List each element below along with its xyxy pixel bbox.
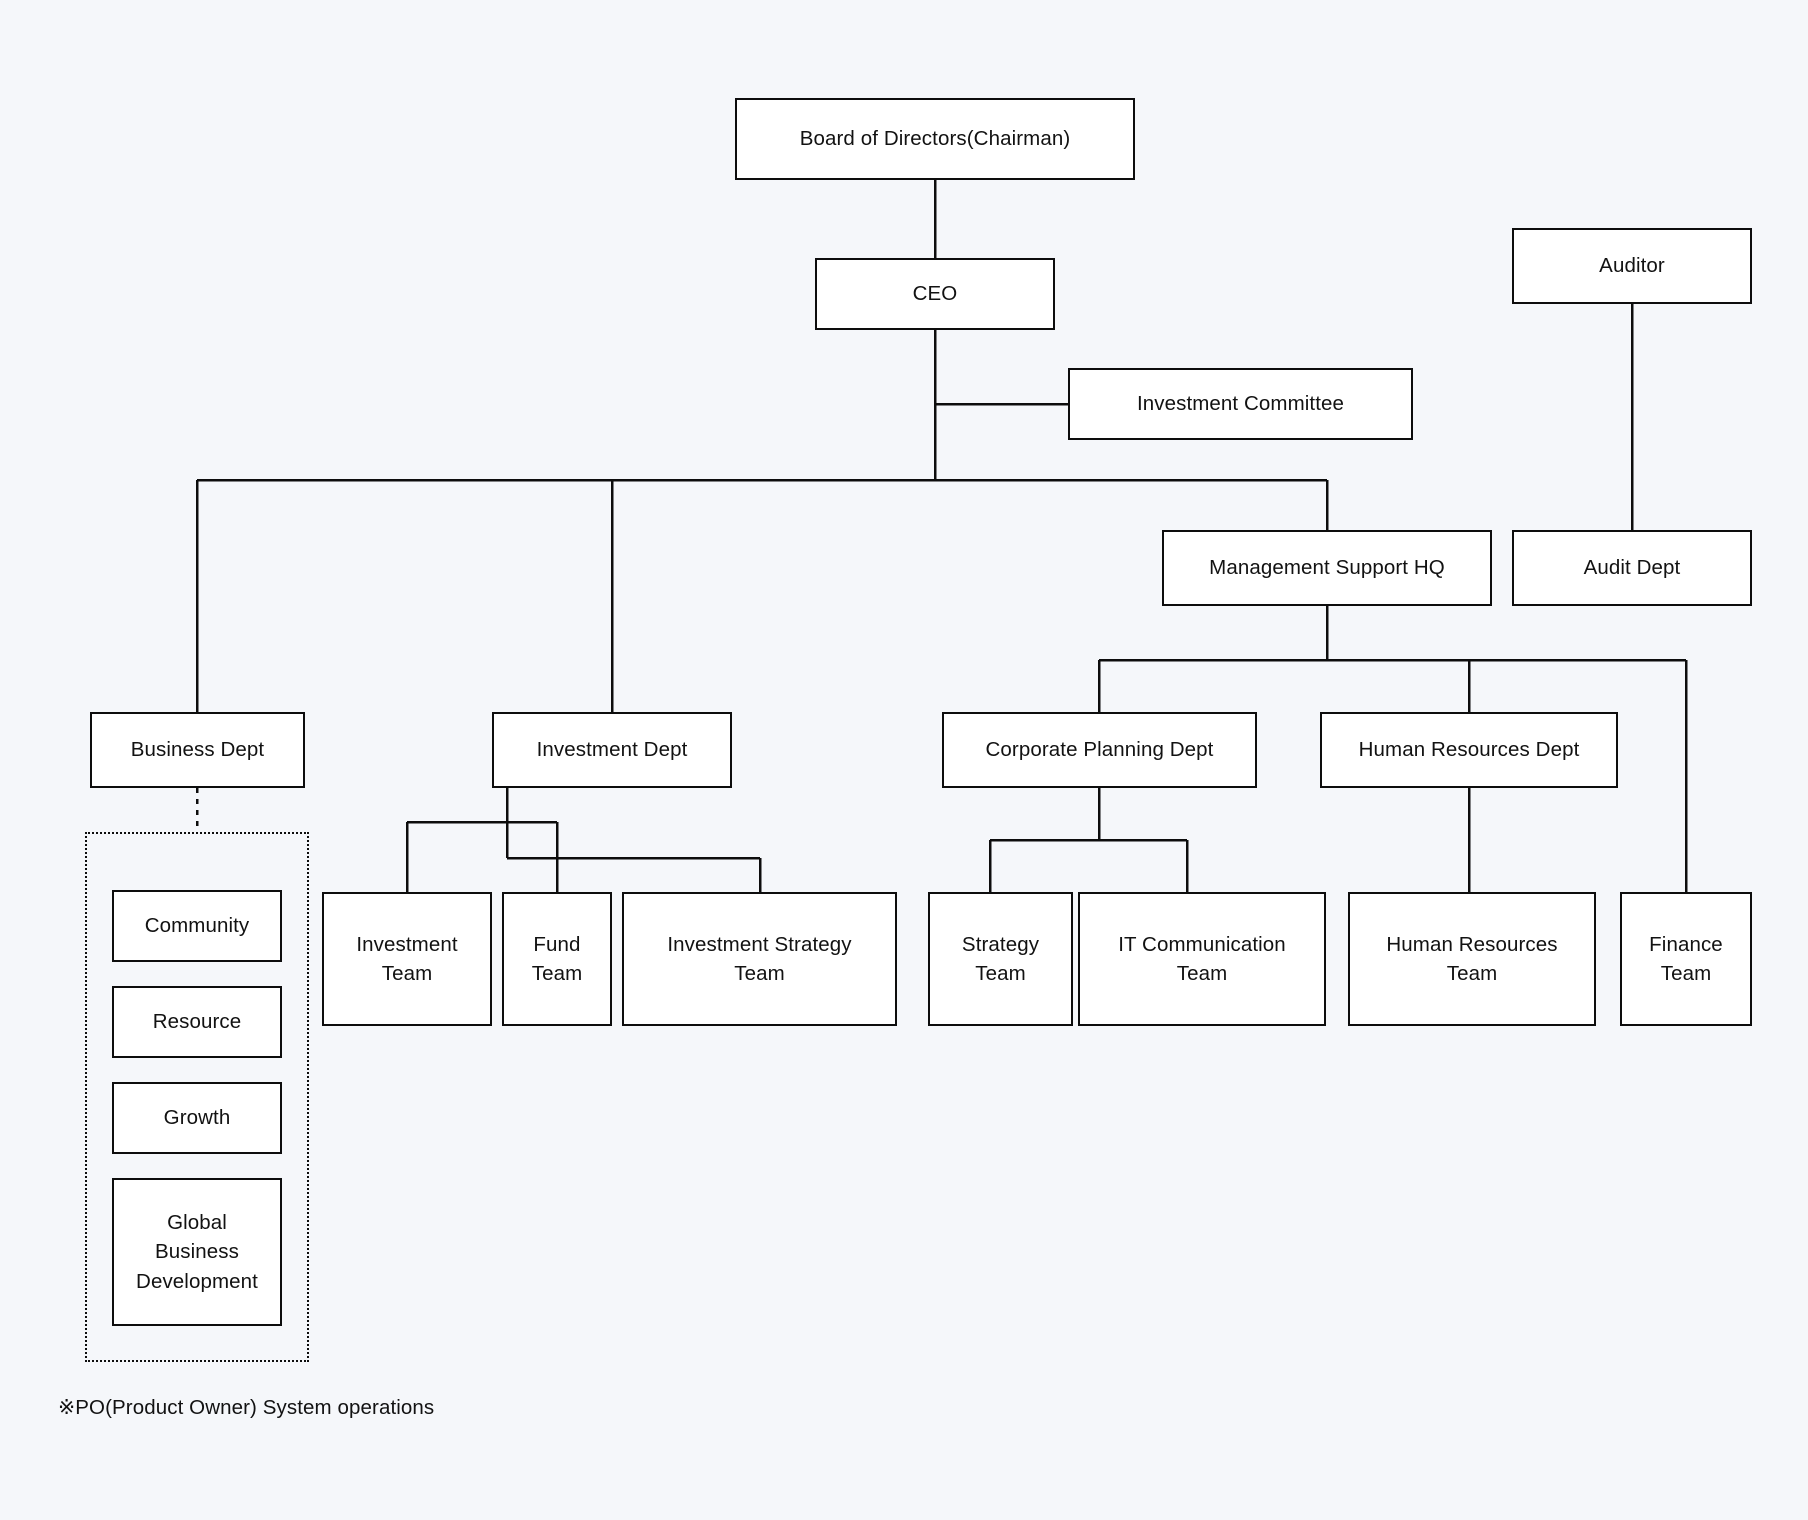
node-investment-dept[interactable]: Investment Dept bbox=[492, 712, 732, 788]
node-community[interactable]: Community bbox=[112, 890, 282, 962]
node-board-of-directors[interactable]: Board of Directors(Chairman) bbox=[735, 98, 1135, 180]
node-corporate-planning-dept[interactable]: Corporate Planning Dept bbox=[942, 712, 1257, 788]
node-growth[interactable]: Growth bbox=[112, 1082, 282, 1154]
node-resource[interactable]: Resource bbox=[112, 986, 282, 1058]
node-ceo[interactable]: CEO bbox=[815, 258, 1055, 330]
node-strategy-team[interactable]: Strategy Team bbox=[928, 892, 1073, 1026]
node-investment-strategy-team[interactable]: Investment Strategy Team bbox=[622, 892, 897, 1026]
node-human-resources-team[interactable]: Human Resources Team bbox=[1348, 892, 1596, 1026]
node-fund-team[interactable]: Fund Team bbox=[502, 892, 612, 1026]
node-investment-team[interactable]: Investment Team bbox=[322, 892, 492, 1026]
node-human-resources-dept[interactable]: Human Resources Dept bbox=[1320, 712, 1618, 788]
po-system-group bbox=[85, 832, 309, 1362]
node-business-dept[interactable]: Business Dept bbox=[90, 712, 305, 788]
node-auditor[interactable]: Auditor bbox=[1512, 228, 1752, 304]
node-it-communication-team[interactable]: IT Communication Team bbox=[1078, 892, 1326, 1026]
footnote-po-system: ※PO(Product Owner) System operations bbox=[58, 1396, 435, 1419]
node-finance-team[interactable]: Finance Team bbox=[1620, 892, 1752, 1026]
node-investment-committee[interactable]: Investment Committee bbox=[1068, 368, 1413, 440]
node-audit-dept[interactable]: Audit Dept bbox=[1512, 530, 1752, 606]
node-management-support-hq[interactable]: Management Support HQ bbox=[1162, 530, 1492, 606]
node-global-business-development[interactable]: Global Business Development bbox=[112, 1178, 282, 1326]
